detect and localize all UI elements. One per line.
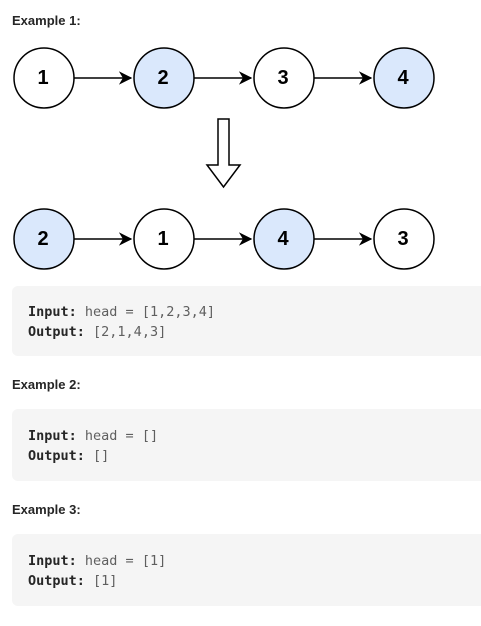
before-node-2 (133, 47, 195, 109)
example-3-output-value: [1] (93, 573, 118, 589)
after-node-1-label: 2 (37, 228, 48, 250)
after-node-4-label: 3 (397, 228, 408, 250)
after-node-1 (13, 208, 75, 270)
example-3-input-line: Input: head = [1] (28, 551, 465, 571)
before-node-4-label: 4 (397, 67, 409, 89)
before-node-1-label: 1 (37, 67, 48, 89)
example-1-code-block: Input: head = [1,2,3,4] Output: [2,1,4,3… (12, 286, 481, 356)
after-node-4 (373, 208, 435, 270)
after-node-3-label: 4 (277, 228, 289, 250)
example-1-output-value: [2,1,4,3] (93, 324, 167, 340)
example-2-input-line: Input: head = [] (28, 426, 465, 446)
before-node-4 (373, 47, 435, 109)
before-list: 1 2 3 4 (13, 47, 435, 109)
example-2-input-label: Input: (28, 428, 77, 444)
example-3-heading: Example 3: (12, 502, 81, 517)
after-list: 2 1 4 3 (13, 208, 435, 270)
before-node-3 (253, 47, 315, 109)
example-3-output-line: Output: [1] (28, 571, 465, 591)
example-1-input-line: Input: head = [1,2,3,4] (28, 302, 465, 322)
example-2-heading: Example 2: (12, 377, 81, 392)
after-node-2 (133, 208, 195, 270)
before-node-3-label: 3 (277, 67, 288, 89)
before-node-1 (13, 47, 75, 109)
example-1-output-line: Output: [2,1,4,3] (28, 322, 465, 342)
after-node-3 (253, 208, 315, 270)
transform-down-arrow (205, 118, 242, 189)
example-2-input-value: head = [] (84, 428, 159, 444)
example-3-output-label: Output: (28, 573, 85, 589)
example-2-code-block: Input: head = [] Output: [] (12, 409, 481, 481)
before-node-2-label: 2 (157, 67, 168, 89)
example-1-input-value: head = [1,2,3,4] (84, 304, 215, 320)
example-3-code-block: Input: head = [1] Output: [1] (12, 534, 481, 606)
example-1-heading: Example 1: (12, 13, 81, 28)
example-1-output-label: Output: (28, 324, 85, 340)
example-2-output-line: Output: [] (28, 446, 465, 466)
after-node-2-label: 1 (157, 228, 168, 250)
example-3-input-label: Input: (28, 553, 77, 569)
linked-list-swap-diagram: 1 2 3 4 2 1 4 3 (13, 47, 435, 270)
example-2-output-value: [] (93, 448, 110, 464)
example-3-input-value: head = [1] (84, 553, 167, 569)
example-2-output-label: Output: (28, 448, 85, 464)
example-1-input-label: Input: (28, 304, 77, 320)
